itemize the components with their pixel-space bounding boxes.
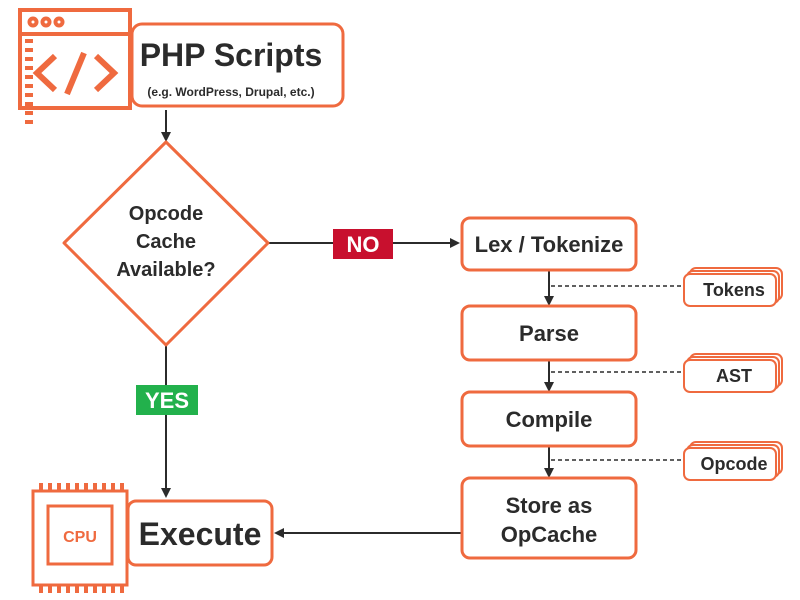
artifact-opcode-label: Opcode	[700, 454, 767, 474]
chip-pin	[57, 483, 61, 491]
step-store-line-1: Store as	[506, 493, 593, 518]
chip-pin	[25, 48, 33, 52]
connectors	[161, 110, 554, 538]
step-lex-label: Lex / Tokenize	[475, 232, 624, 257]
decision-line-1: Opcode	[129, 203, 203, 225]
artifact-opcode: Opcode	[683, 441, 783, 481]
step-compile: Compile	[460, 390, 638, 448]
no-badge-label: NO	[347, 232, 380, 257]
decision-diamond	[62, 140, 270, 347]
step-parse-label: Parse	[519, 321, 579, 346]
php-scripts-subtitle: (e.g. WordPress, Drupal, etc.)	[147, 85, 314, 99]
chip-pin	[111, 483, 115, 491]
artifact-ast-label: AST	[716, 366, 752, 386]
decision-line-3: Available?	[116, 259, 215, 281]
execute-box	[126, 499, 274, 567]
chip-pin	[25, 75, 33, 79]
chip-pin	[39, 483, 43, 491]
code-window-icon	[18, 8, 132, 110]
artifact-dashed-links	[551, 285, 684, 461]
execute-label: Execute	[139, 516, 262, 552]
chip-pin	[25, 66, 33, 70]
chip-pin	[25, 84, 33, 88]
step-compile-label: Compile	[506, 407, 593, 432]
chip-pin	[84, 483, 88, 491]
no-badge: NO	[333, 229, 393, 259]
chip-pin	[25, 57, 33, 61]
chip-pin	[66, 483, 70, 491]
chip-pin	[75, 483, 79, 491]
chip-pin	[48, 483, 52, 491]
php-scripts-node: PHP Scripts (e.g. WordPress, Drupal, etc…	[18, 8, 345, 110]
yes-badge: YES	[136, 385, 198, 415]
chip-pin	[120, 585, 124, 593]
opcode-cache-decision: Opcode Cache Available?	[62, 140, 270, 347]
chip-pin	[39, 585, 43, 593]
chip-pin	[102, 483, 106, 491]
chip-pin	[75, 585, 79, 593]
artifact-tokens-label: Tokens	[703, 280, 765, 300]
chip-pin	[84, 585, 88, 593]
yes-badge-label: YES	[145, 388, 189, 413]
step-store-line-2: OpCache	[501, 522, 598, 547]
artifact-tokens: Tokens	[683, 267, 783, 307]
chip-pin	[25, 102, 33, 106]
chip-pin	[111, 585, 115, 593]
step-store-opcache: Store as OpCache	[460, 476, 638, 560]
execute-node: CPU Execute	[25, 39, 274, 593]
chip-pin	[66, 585, 70, 593]
artifact-ast: AST	[683, 353, 783, 393]
chip-pin	[57, 585, 61, 593]
chip-pin	[102, 585, 106, 593]
chip-pin	[120, 483, 124, 491]
php-scripts-box	[130, 22, 345, 108]
cpu-chip-label: CPU	[63, 529, 97, 546]
decision-line-2: Cache	[136, 231, 196, 253]
step-parse: Parse	[460, 304, 638, 362]
chip-pin	[25, 120, 33, 124]
chip-pin	[93, 483, 97, 491]
chip-pin	[93, 585, 97, 593]
step-lex-tokenize: Lex / Tokenize	[460, 216, 638, 272]
chip-pin	[25, 39, 33, 43]
cpu-chip-icon: CPU	[25, 39, 129, 593]
chip-pin	[25, 93, 33, 97]
chip-pins	[25, 39, 124, 593]
chip-pin	[48, 585, 52, 593]
chip-pin	[25, 111, 33, 115]
php-scripts-title: PHP Scripts	[140, 37, 323, 73]
